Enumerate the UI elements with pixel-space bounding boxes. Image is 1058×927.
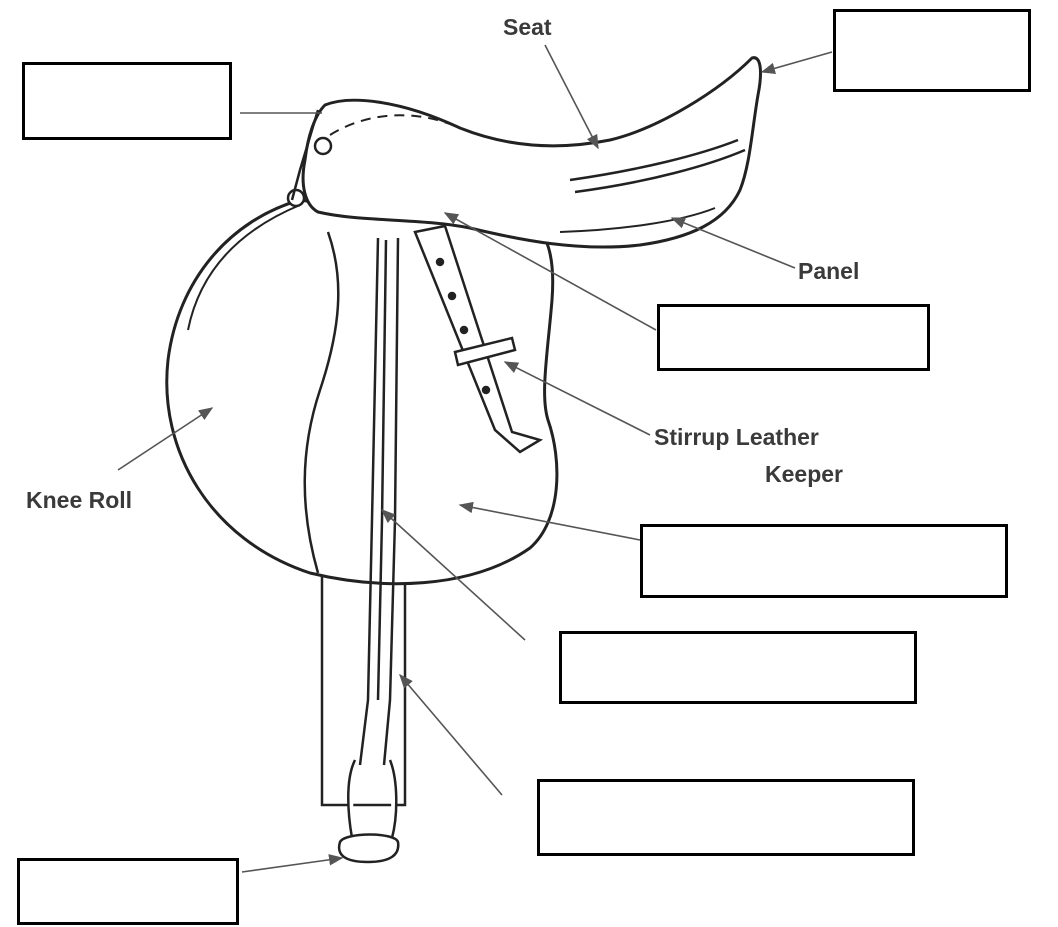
saddle-seat bbox=[288, 58, 760, 247]
blank-box-flap[interactable] bbox=[640, 524, 1008, 598]
blank-box-pommel[interactable] bbox=[22, 62, 232, 140]
blank-box-cantle[interactable] bbox=[833, 9, 1031, 92]
cantle-leader bbox=[762, 52, 832, 72]
label-keeper: Keeper bbox=[765, 463, 843, 486]
blank-box-skirt[interactable] bbox=[657, 304, 930, 371]
label-seat: Seat bbox=[503, 16, 552, 39]
blank-box-stirrup-iron[interactable] bbox=[17, 858, 239, 925]
label-stirrup-leather: Stirrup Leather bbox=[654, 426, 819, 449]
seat-leader bbox=[545, 45, 598, 148]
label-knee-roll: Knee Roll bbox=[26, 489, 132, 512]
stirrup-iron-leader bbox=[242, 858, 342, 872]
blank-box-stirrup-leather[interactable] bbox=[559, 631, 917, 704]
panel-leader bbox=[672, 218, 795, 268]
blank-box-leather-lower[interactable] bbox=[537, 779, 915, 856]
leather-lower-leader bbox=[400, 675, 502, 795]
label-panel: Panel bbox=[798, 260, 859, 283]
